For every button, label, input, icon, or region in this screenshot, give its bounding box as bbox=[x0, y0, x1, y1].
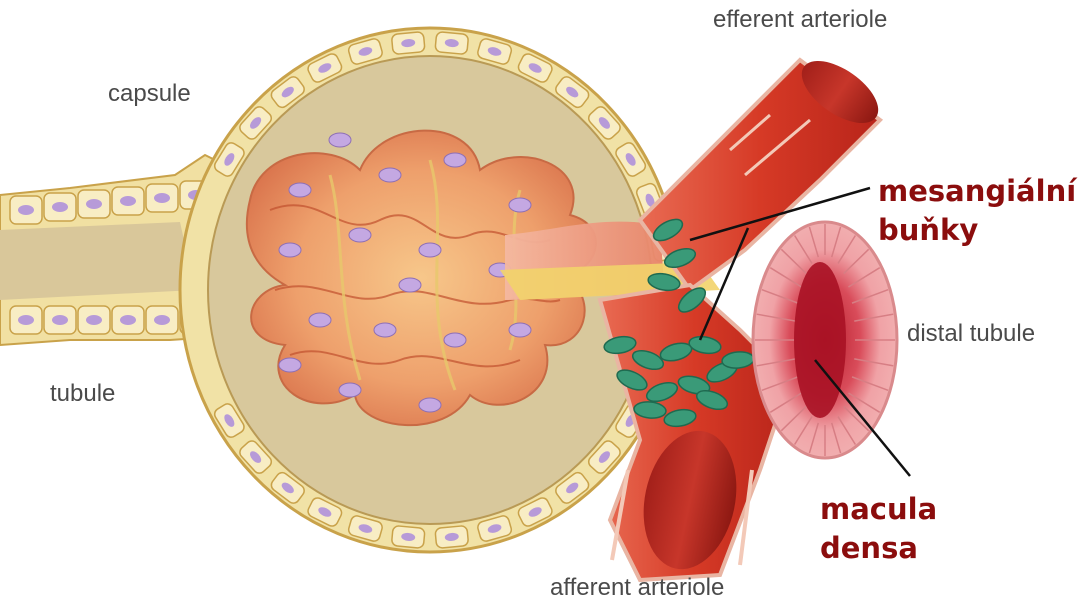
cell-nucleus bbox=[18, 205, 34, 215]
cell-nucleus bbox=[419, 243, 441, 257]
cell-nucleus bbox=[339, 383, 361, 397]
cell-nucleus bbox=[86, 315, 102, 325]
mesangial-label-line2: buňky bbox=[878, 211, 1076, 250]
cell-nucleus bbox=[419, 398, 441, 412]
cell-nucleus bbox=[329, 133, 351, 147]
distal-tubule-label: distal tubule bbox=[907, 320, 1035, 348]
cell-nucleus bbox=[309, 313, 331, 327]
cell-nucleus bbox=[86, 199, 102, 209]
capsule-label: capsule bbox=[108, 80, 191, 108]
efferent-arteriole-label: efferent arteriole bbox=[713, 6, 887, 34]
tubule-label: tubule bbox=[50, 380, 115, 408]
cell-nucleus bbox=[399, 278, 421, 292]
afferent-arteriole-label: afferent arteriole bbox=[550, 574, 724, 602]
cell-nucleus bbox=[52, 315, 68, 325]
distal-tubule bbox=[753, 222, 897, 458]
cell-nucleus bbox=[154, 315, 170, 325]
cell-nucleus bbox=[52, 202, 68, 212]
cell-nucleus bbox=[374, 323, 396, 337]
cell-nucleus bbox=[279, 358, 301, 372]
cell-nucleus bbox=[349, 228, 371, 242]
macula-label-line1: macula bbox=[820, 490, 937, 529]
cell-nucleus bbox=[289, 183, 311, 197]
cell-nucleus bbox=[154, 193, 170, 203]
cell-nucleus bbox=[120, 196, 136, 206]
macula-densa-label: macula densa bbox=[820, 490, 937, 568]
cell-nucleus bbox=[379, 168, 401, 182]
mesangial-label-line1: mesangiální bbox=[878, 172, 1076, 211]
cell-nucleus bbox=[444, 333, 466, 347]
cell-nucleus bbox=[509, 323, 531, 337]
mesangial-cells-label: mesangiální buňky bbox=[878, 172, 1076, 250]
cell-nucleus bbox=[509, 198, 531, 212]
cell-nucleus bbox=[120, 315, 136, 325]
cell-nucleus bbox=[279, 243, 301, 257]
cell-nucleus bbox=[444, 153, 466, 167]
cell-nucleus bbox=[18, 315, 34, 325]
macula-label-line2: densa bbox=[820, 529, 937, 568]
